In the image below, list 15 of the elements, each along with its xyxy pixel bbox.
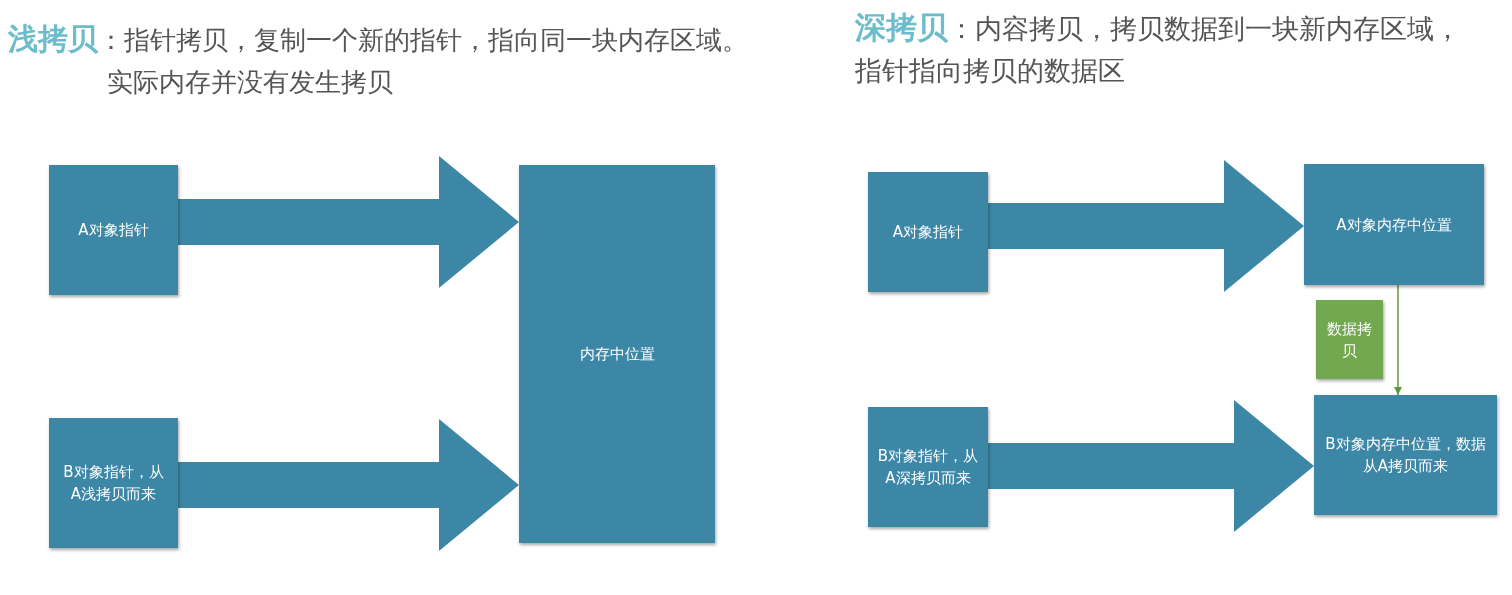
- pointer-box: A对象指针: [868, 172, 988, 292]
- arrow: [1394, 284, 1402, 396]
- memory-box: A对象内存中位置: [1304, 164, 1484, 285]
- block-arrow: [178, 419, 519, 551]
- block-arrow: [988, 160, 1304, 292]
- pointer-box: B对象指针，从A浅拷贝而来: [49, 418, 178, 548]
- pointer-box: B对象指针，从A深拷贝而来: [868, 407, 988, 527]
- heading-text: 浅拷贝：指针拷贝，复制一个新的指针，指向同一块内存区域。实际内存并没有发生拷贝: [8, 20, 749, 99]
- copy-note-box: 数据拷贝: [1316, 300, 1383, 379]
- memory-box: B对象内存中位置，数据从A拷贝而来: [1314, 395, 1497, 515]
- memory-box: 内存中位置: [519, 165, 715, 543]
- heading-text: 深拷贝：内容拷贝，拷贝数据到一块新内存区域，指针指向拷贝的数据区: [855, 8, 1462, 88]
- block-arrow: [988, 400, 1314, 532]
- pointer-box: A对象指针: [49, 165, 178, 295]
- block-arrow: [178, 156, 519, 288]
